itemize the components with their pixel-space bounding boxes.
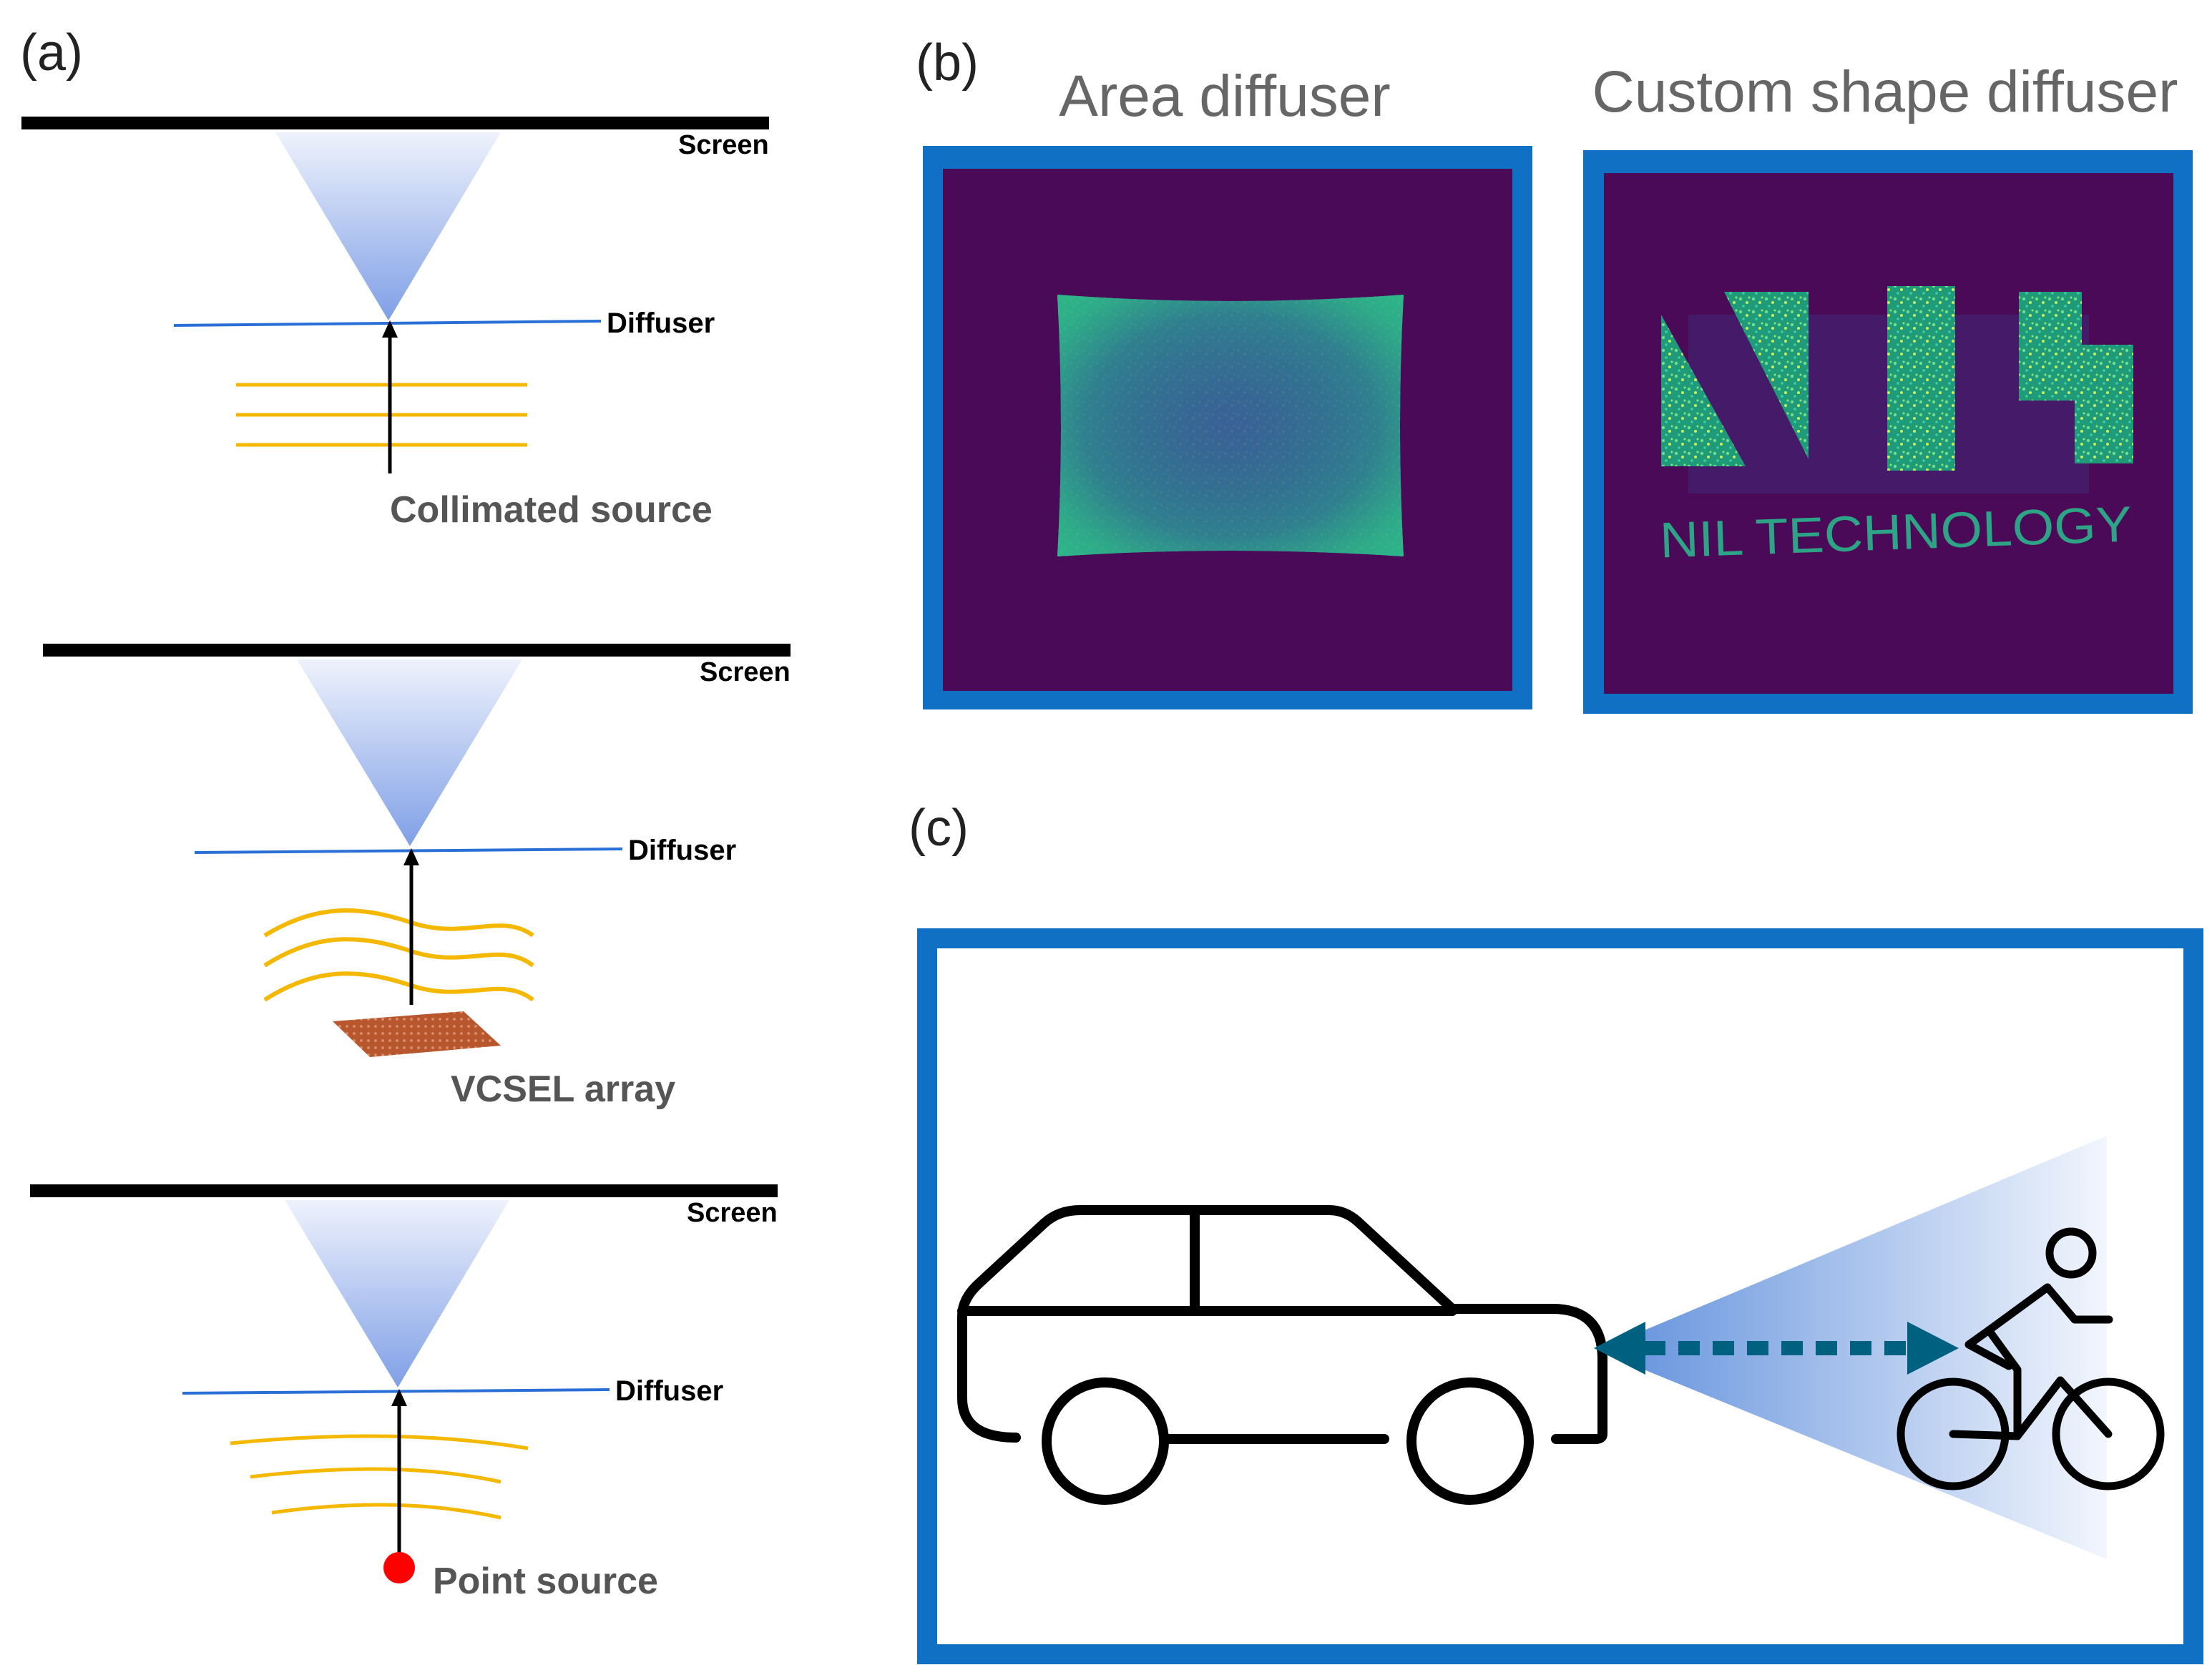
diffuser-line <box>173 320 602 327</box>
diffused-beam <box>275 132 501 320</box>
wavy-wavefronts <box>263 908 534 1002</box>
area-diffuser-title: Area diffuser <box>1059 64 1390 129</box>
panel-a-label: (a) <box>20 24 83 82</box>
diffuser-line <box>182 1388 610 1395</box>
diffuser-label: Diffuser <box>628 835 736 866</box>
propagation-arrow <box>391 1389 407 1559</box>
screen-bar <box>30 1184 778 1197</box>
source-label: Point source <box>433 1561 658 1602</box>
distance-arrow <box>1594 1322 1959 1375</box>
spherical-wavefronts <box>230 1434 529 1520</box>
lidar-scene <box>917 928 2203 1664</box>
screen-bar <box>21 117 769 129</box>
diagram-vcsel: Screen Diffuser VCSEL array <box>43 644 791 1110</box>
propagation-arrow <box>403 848 419 1005</box>
panel-b-label: (b) <box>916 34 979 92</box>
diffused-beam <box>297 659 522 846</box>
source-label: VCSEL array <box>451 1069 675 1110</box>
screen-bar <box>43 644 791 657</box>
propagation-arrow <box>382 320 398 473</box>
diagram-point-source: Screen Diffuser Point source <box>30 1184 778 1602</box>
vcsel-array <box>333 1011 501 1057</box>
screen-label: Screen <box>678 130 769 160</box>
screen-label: Screen <box>687 1198 778 1228</box>
source-label: Collimated source <box>390 489 713 531</box>
panel-c-label: (c) <box>909 800 969 857</box>
car-icon <box>957 1205 1607 1505</box>
custom-diffuser-image: NIL TECHNOLOGY <box>1583 150 2193 714</box>
plane-wavefronts <box>236 383 527 447</box>
point-source <box>383 1552 415 1583</box>
custom-diffuser-title: Custom shape diffuser <box>1592 59 2178 124</box>
diffuser-label: Diffuser <box>607 308 715 339</box>
scene-frame <box>917 928 2203 1664</box>
diffuser-line <box>194 848 623 854</box>
diagram-collimated: Screen Diffuser Collimated source <box>21 117 769 531</box>
area-diffuser-image <box>923 146 1532 709</box>
cyclist-icon <box>1897 1227 2165 1490</box>
diffuser-label: Diffuser <box>615 1375 723 1407</box>
logo-shapes <box>1661 286 2133 471</box>
screen-label: Screen <box>700 657 791 687</box>
diffused-beam <box>285 1200 509 1387</box>
